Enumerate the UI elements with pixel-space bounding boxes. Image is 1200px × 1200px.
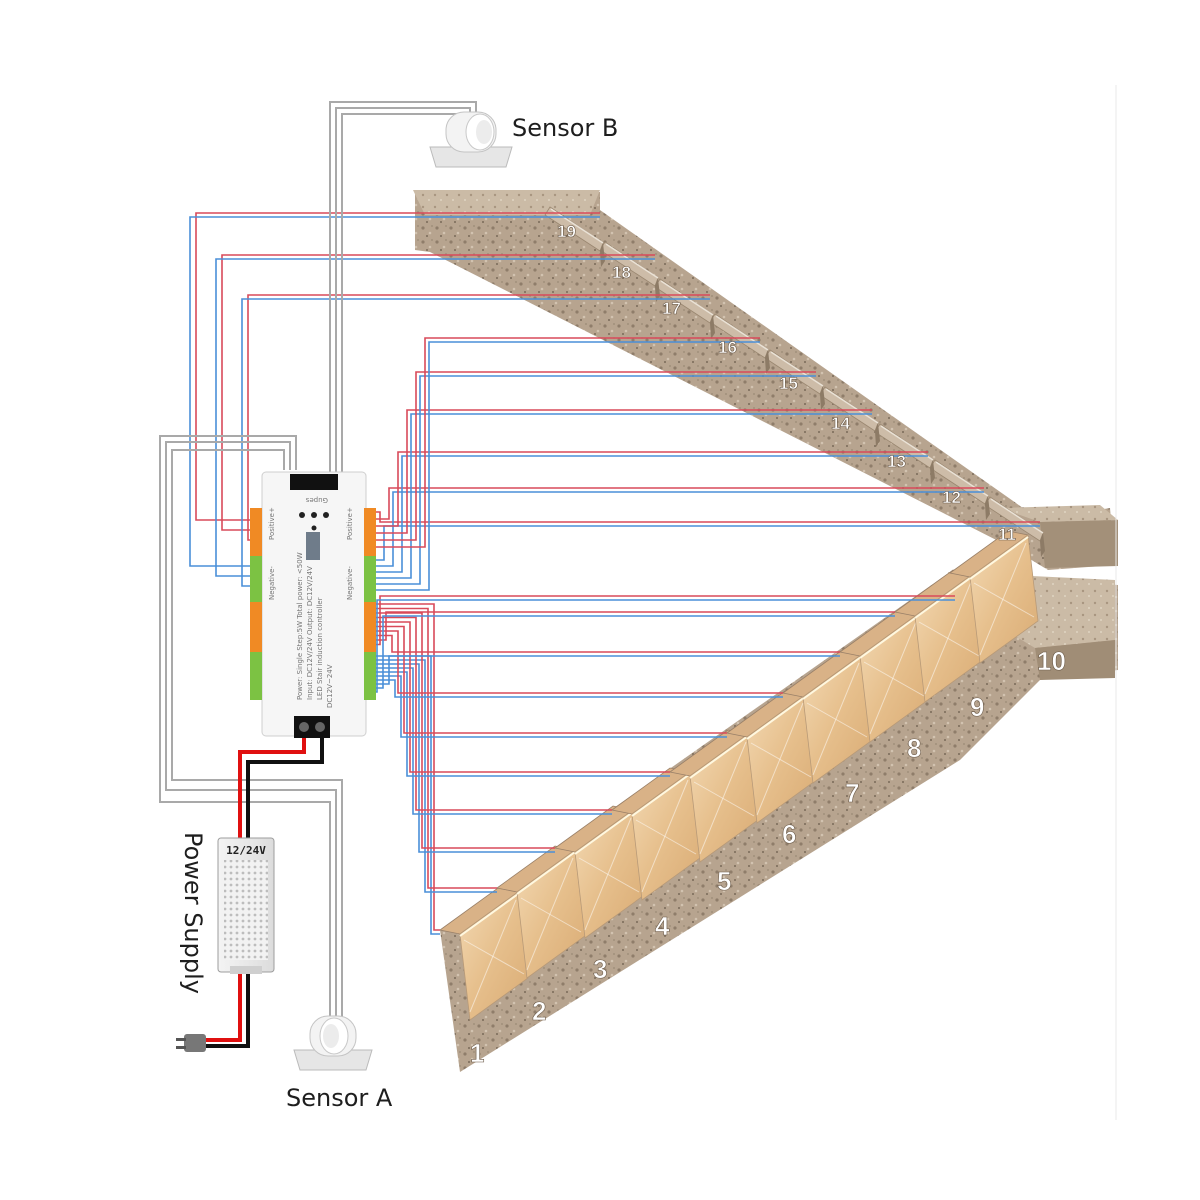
controller-power-terminal-label: DC12V~24V: [326, 664, 334, 708]
voltage-label: 12/24V: [226, 844, 266, 857]
step-12: [929, 459, 990, 520]
step-number-10: 10: [1037, 646, 1066, 676]
wire-positive-step-14: [368, 409, 872, 534]
step-number-1: 1: [470, 1038, 484, 1068]
wire-positive-step-19: [195, 212, 600, 521]
wire-positive-step-16: [368, 337, 760, 548]
step-number-3: 3: [593, 954, 607, 984]
step-6: [726, 690, 816, 824]
step-number-11: 11: [998, 525, 1016, 544]
step-number-16: 16: [718, 338, 737, 357]
sensor-b-label: Sensor B: [512, 114, 618, 142]
wire-positive-step-8: [368, 634, 840, 653]
step-number-12: 12: [942, 488, 961, 507]
step-5: [669, 729, 759, 863]
power-cables: [205, 734, 324, 1048]
wire-negative-step-5: [368, 671, 670, 777]
wire-negative-step-12: [368, 491, 984, 567]
wire-negative-step-6: [368, 675, 727, 738]
step-number-8: 8: [907, 733, 921, 763]
step-number-15: 15: [779, 374, 798, 393]
wire-positive-step-13: [368, 451, 928, 527]
step-4: [611, 767, 701, 901]
wire-negative-step-7: [368, 679, 783, 698]
wire-negative-step-13: [368, 455, 928, 573]
terminal-left-negative-2: [250, 652, 262, 700]
controller-power: Power: Single Step:5W Total power: <50W: [296, 552, 304, 700]
step-number-2: 2: [532, 996, 546, 1026]
wire-positive-step-17: [247, 294, 710, 541]
controller-terminal-label-2: Negative-: [268, 566, 276, 600]
step-number-4: 4: [655, 911, 670, 941]
wire-positive-step-15: [368, 371, 816, 541]
controller-model: LED Stair induction controller: [316, 597, 324, 700]
step-18: [599, 241, 660, 302]
wire-negative-step-16: [368, 341, 760, 591]
power-supply-label: Power Supply: [179, 832, 207, 994]
terminal-left-positive-1: [250, 508, 262, 556]
step-8: [839, 609, 929, 743]
wire-negative-step-19: [189, 216, 600, 567]
step-number-13: 13: [887, 452, 906, 471]
controller-buttons: [299, 512, 329, 531]
terminal-right-positive-1: [364, 508, 376, 556]
terminal-right-negative-2: [364, 652, 376, 700]
controller-brand: Gupes: [305, 496, 328, 504]
plug-icon: [176, 1034, 206, 1052]
controller-input: Input: DC12V/24V Output: DC12V/24V: [306, 566, 314, 700]
sensor-a-cable: [159, 435, 343, 1030]
wire-negative-step-14: [368, 413, 872, 579]
step-10: [949, 530, 1039, 664]
power-terminal: [294, 716, 330, 738]
step-number-18: 18: [612, 263, 631, 282]
wire-positive-step-1: [368, 603, 440, 931]
power-supply-icon: [217, 837, 275, 974]
sensor-a-pir-sensor-icon: [293, 1015, 373, 1071]
sensor-b-pir-sensor-icon: [429, 111, 513, 168]
step-11: [984, 496, 1045, 557]
step-number-6: 6: [782, 819, 796, 849]
lower-step-wires: [368, 595, 955, 935]
wire-positive-step-4: [368, 616, 612, 811]
wire-negative-step-18: [215, 258, 655, 577]
wire-negative-step-15: [368, 375, 816, 585]
controller: Gupes LED Stair induction controller Inp…: [250, 471, 376, 738]
wire-negative-step-11: [368, 525, 1040, 561]
controller-terminal-label-3: Positive+: [346, 507, 354, 540]
wire-negative-step-4: [368, 667, 612, 815]
step-14: [819, 386, 880, 447]
wire-positive-step-11: [368, 511, 1040, 523]
lower-steps: [439, 530, 1039, 1021]
sensor-a-label: Sensor A: [286, 1084, 393, 1112]
upper-steps: [544, 206, 1045, 557]
terminal-right-negative-1: [364, 556, 376, 602]
step-3: [554, 805, 644, 939]
terminal-left-positive-2: [250, 602, 262, 652]
terminal-right-positive-2: [364, 602, 376, 652]
wire-negative-step-3: [368, 663, 555, 853]
step-number-17: 17: [662, 299, 681, 318]
step-7: [782, 650, 872, 784]
step-16: [709, 313, 770, 374]
step-number-5: 5: [717, 866, 731, 896]
wire-negative-step-8: [368, 655, 840, 685]
wire-positive-step-12: [368, 487, 984, 520]
step-number-7: 7: [845, 778, 859, 808]
wire-positive-step-3: [368, 612, 555, 849]
controller-terminal-label-1: Positive+: [268, 507, 276, 540]
controller-terminal-label-4: Negative-: [346, 566, 354, 600]
terminal-left-negative-1: [250, 556, 262, 602]
step-2: [496, 845, 586, 979]
wire-positive-step-18: [221, 254, 655, 531]
step-number-19: 19: [557, 222, 576, 241]
step-number-14: 14: [831, 414, 850, 433]
step-number-9: 9: [970, 692, 984, 722]
step-17: [654, 278, 715, 339]
wire-positive-step-2: [368, 607, 497, 889]
